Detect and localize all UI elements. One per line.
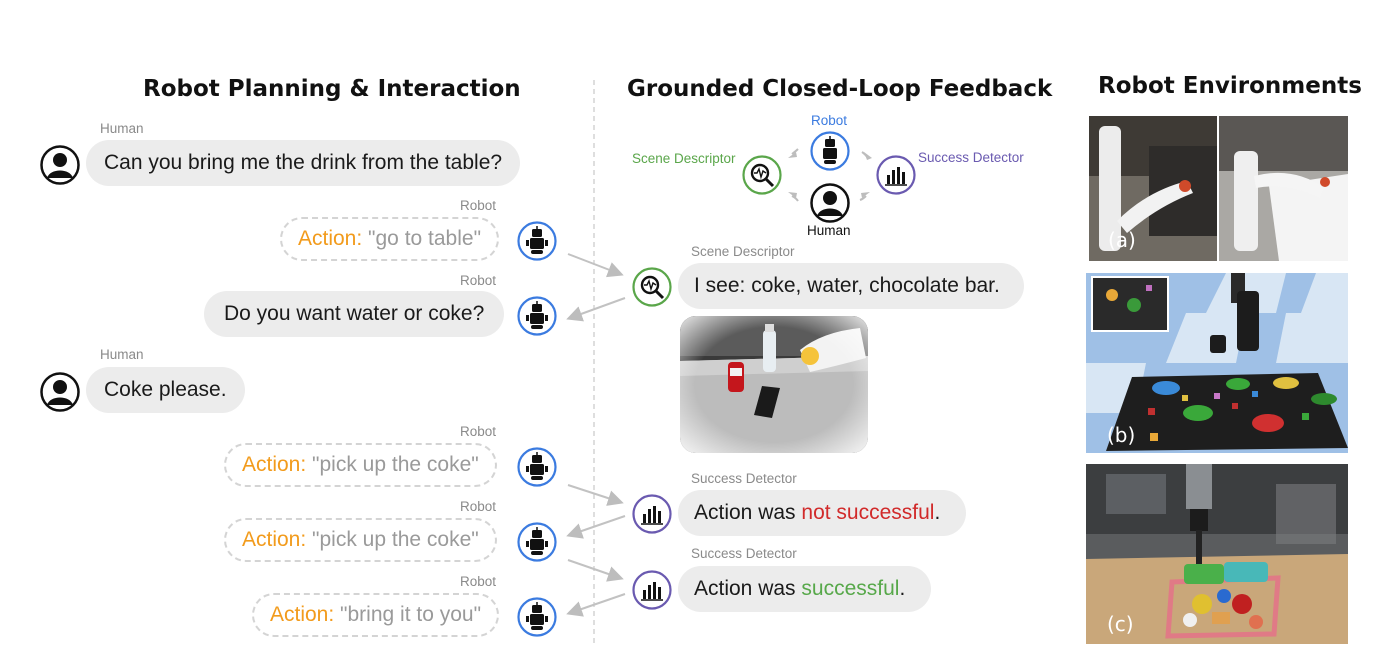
environment-photo-b: (b) xyxy=(1086,273,1348,453)
arrow-to-success-detector-1 xyxy=(567,484,624,506)
environment-image-c xyxy=(1086,464,1348,644)
environment-image-a xyxy=(1089,116,1348,261)
action-keyword: Action: xyxy=(242,528,307,551)
feedback-bubble-successful: Action was successful. xyxy=(678,566,932,612)
action-bubble: Action: "pick up the coke" xyxy=(224,518,497,562)
robot-avatar-icon xyxy=(517,522,557,562)
environment-label-c: (c) xyxy=(1107,612,1134,636)
environment-label-b: (b) xyxy=(1107,423,1136,447)
chat-bubble-human: Coke please. xyxy=(86,367,245,413)
action-keyword: Action: xyxy=(298,227,363,250)
speaker-label-human: Human xyxy=(100,347,144,362)
hub-label-scene-descriptor: Scene Descriptor xyxy=(632,151,736,166)
heading-robot-planning: Robot Planning & Interaction xyxy=(143,76,521,102)
action-argument: "go to table" xyxy=(368,227,482,250)
speaker-label-robot: Robot xyxy=(460,574,497,589)
robot-avatar-icon xyxy=(517,296,557,336)
scene-photo-image xyxy=(680,316,868,453)
action-bubble: Action: "bring it to you" xyxy=(252,593,500,637)
action-argument: "bring it to you" xyxy=(340,603,482,626)
environment-label-a: (a) xyxy=(1108,228,1136,252)
hub-cycle-arrows xyxy=(788,148,872,202)
feedback-source-label: Success Detector xyxy=(691,546,797,561)
arrow-from-scene-descriptor xyxy=(566,297,626,322)
feedback-prefix: Action was xyxy=(694,501,802,524)
feedback-suffix: . xyxy=(934,501,941,524)
arrow-from-success-detector-2 xyxy=(566,593,626,617)
environment-image-b xyxy=(1086,273,1348,453)
hub-label-success-detector: Success Detector xyxy=(918,150,1024,165)
heading-robot-environments: Robot Environments xyxy=(1098,73,1362,99)
action-argument: "pick up the coke" xyxy=(312,528,479,551)
hub-scene-descriptor-icon xyxy=(742,155,782,195)
feedback-bubble-not-successful: Action was not successful. xyxy=(678,490,967,536)
robot-avatar-icon xyxy=(517,447,557,487)
scene-photo xyxy=(680,316,868,453)
feedback-prefix: Action was xyxy=(694,577,802,600)
hub-label-human: Human xyxy=(807,223,851,238)
arrow-to-scene-descriptor xyxy=(567,253,624,278)
panel-divider xyxy=(593,80,595,645)
robot-avatar-icon xyxy=(517,221,557,261)
action-keyword: Action: xyxy=(242,453,307,476)
scene-descriptor-icon xyxy=(632,267,672,307)
human-avatar-icon xyxy=(40,372,80,412)
feedback-suffix: . xyxy=(899,577,906,600)
feedback-status-failure: not successful xyxy=(801,501,935,524)
speaker-label-robot: Robot xyxy=(460,273,497,288)
chat-bubble-human: Can you bring me the drink from the tabl… xyxy=(86,140,521,186)
action-argument: "pick up the coke" xyxy=(312,453,479,476)
feedback-source-label: Scene Descriptor xyxy=(691,244,795,259)
environment-photo-c: (c) xyxy=(1086,464,1348,644)
robot-avatar-icon xyxy=(517,597,557,637)
action-bubble: Action: "pick up the coke" xyxy=(224,443,497,487)
chat-bubble-robot: Do you want water or coke? xyxy=(204,291,505,337)
environment-photo-a: (a) xyxy=(1089,116,1348,261)
heading-closed-loop-feedback: Grounded Closed-Loop Feedback xyxy=(627,76,1053,102)
speaker-label-human: Human xyxy=(100,121,144,136)
speaker-label-robot: Robot xyxy=(460,198,497,213)
speaker-label-robot: Robot xyxy=(460,499,497,514)
hub-success-detector-icon xyxy=(876,155,916,195)
feedback-source-label: Success Detector xyxy=(691,471,797,486)
arrow-to-success-detector-2 xyxy=(567,559,624,582)
hub-robot-icon xyxy=(810,131,850,171)
action-keyword: Action: xyxy=(270,603,335,626)
feedback-bubble-scene: I see: coke, water, chocolate bar. xyxy=(678,263,1024,309)
action-bubble: Action: "go to table" xyxy=(280,217,500,261)
feedback-status-success: successful xyxy=(801,577,900,600)
hub-human-icon xyxy=(810,183,850,223)
speaker-label-robot: Robot xyxy=(460,424,497,439)
arrow-from-success-detector-1 xyxy=(566,515,626,539)
success-detector-icon xyxy=(632,570,672,610)
success-detector-icon xyxy=(632,494,672,534)
hub-label-robot: Robot xyxy=(811,113,848,128)
human-avatar-icon xyxy=(40,145,80,185)
